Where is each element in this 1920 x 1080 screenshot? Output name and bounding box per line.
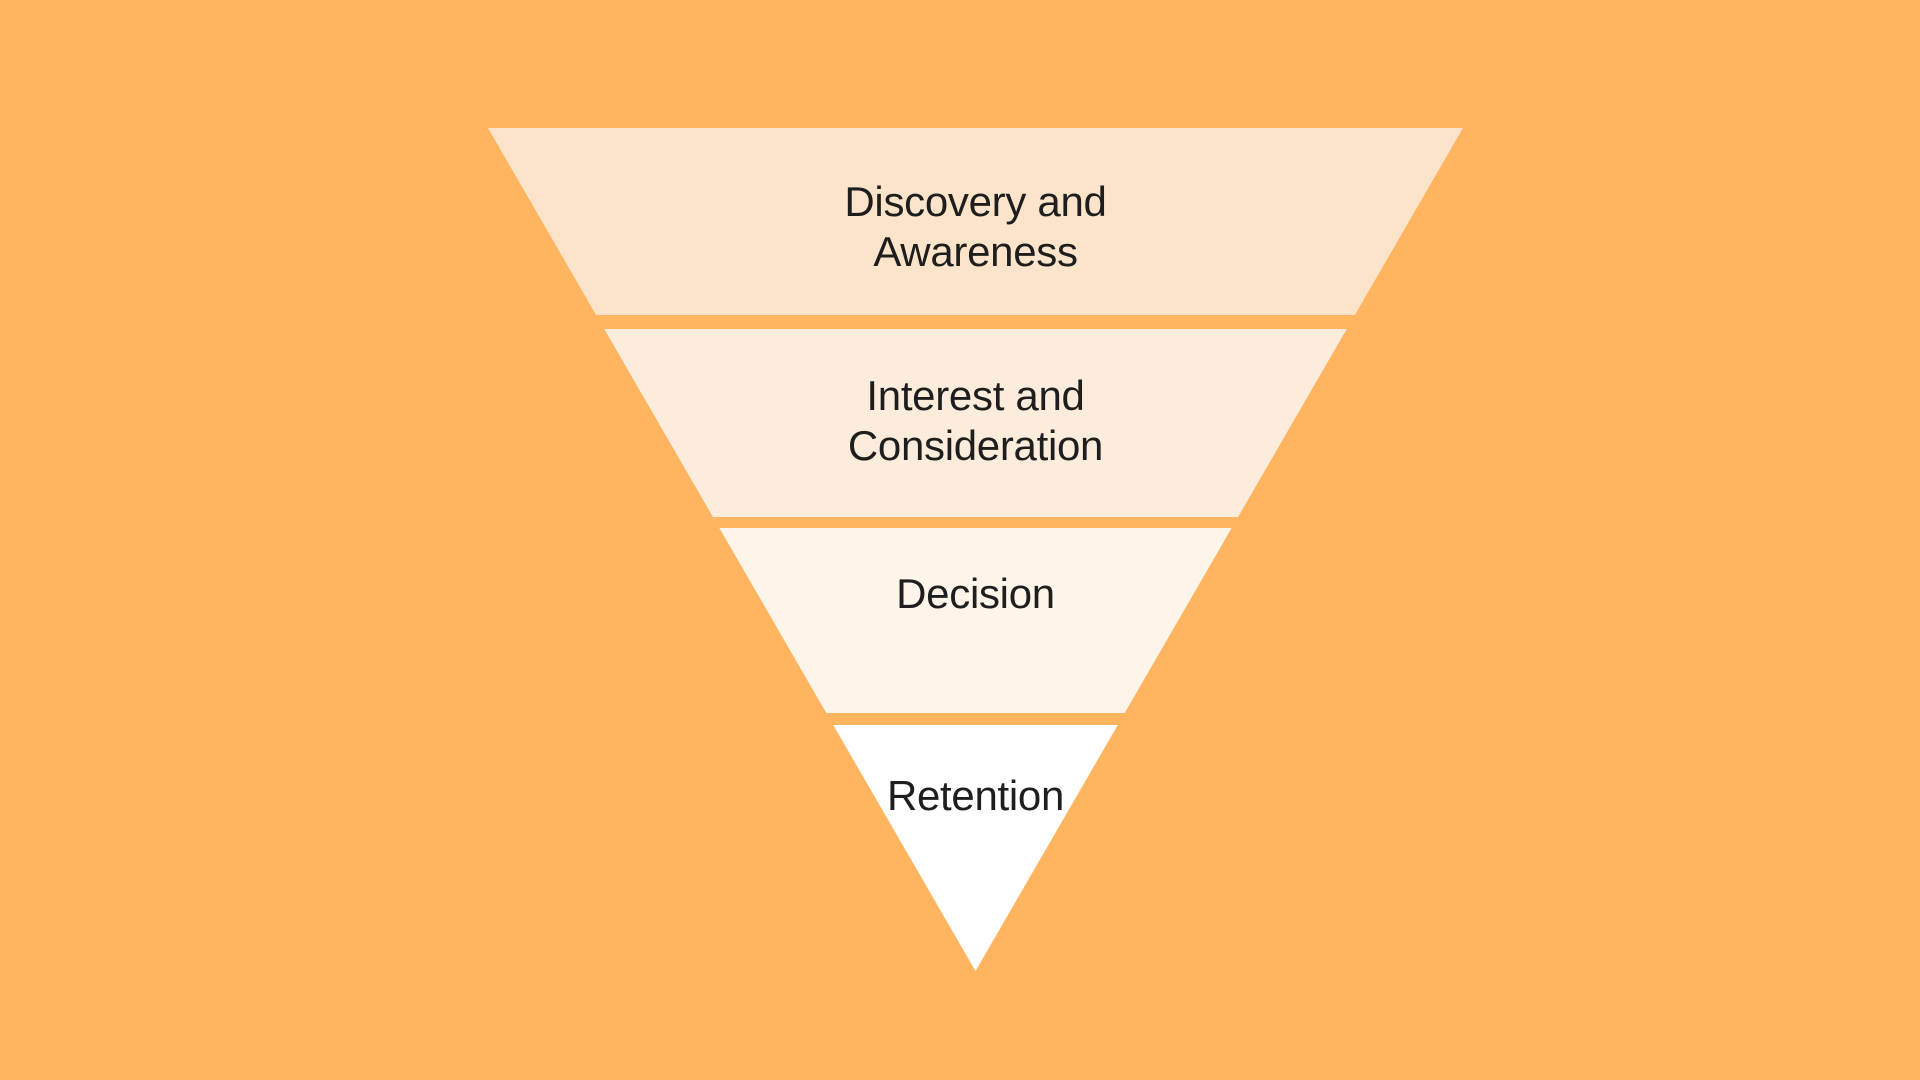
- funnel-stage-label-retention: Retention: [887, 772, 1064, 819]
- funnel-stage-label-line: Discovery and: [844, 178, 1106, 225]
- funnel-stage-shape-retention: [833, 725, 1118, 971]
- funnel-stage-label-line: Decision: [896, 570, 1055, 617]
- funnel-stage-label-line: Interest and: [866, 372, 1084, 419]
- funnel-stage-label-line: Retention: [887, 772, 1064, 819]
- funnel-stage-label-line: Awareness: [873, 228, 1077, 275]
- funnel-stage-shape-interest-and-consideration: [604, 329, 1347, 517]
- funnel-stage-shape-decision: [719, 528, 1232, 713]
- funnel-stage-label-decision: Decision: [896, 570, 1055, 617]
- funnel-stage-shape-discovery-and-awareness: [488, 128, 1463, 315]
- funnel-stage-label-line: Consideration: [848, 422, 1103, 469]
